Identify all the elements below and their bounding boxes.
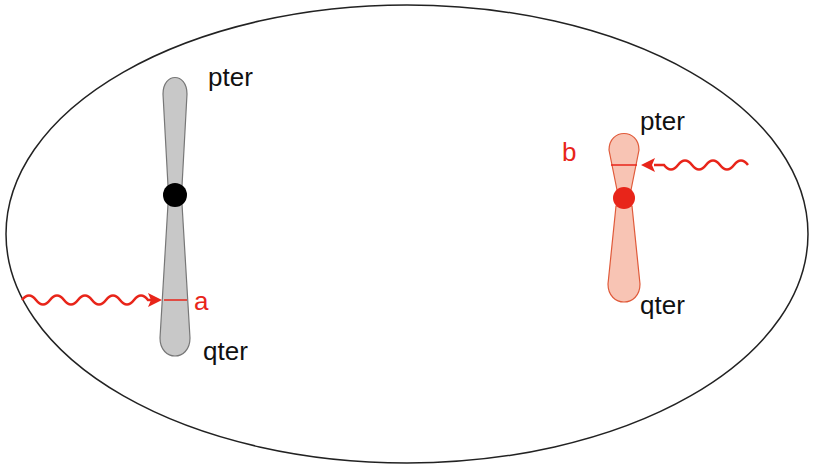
cell-outline <box>6 5 808 463</box>
chromosome-label: qter <box>640 292 685 318</box>
pink-chromosome <box>608 134 640 303</box>
arrowhead <box>148 158 655 307</box>
grey-chromosome <box>160 78 190 357</box>
chromosome-label: qter <box>203 338 248 364</box>
chromosome-label: b <box>562 139 576 165</box>
radiation-arrow <box>22 161 748 305</box>
chromosome-label: pter <box>640 108 685 134</box>
chromosome-label: pter <box>208 64 253 90</box>
chromosome-label: a <box>194 288 208 314</box>
